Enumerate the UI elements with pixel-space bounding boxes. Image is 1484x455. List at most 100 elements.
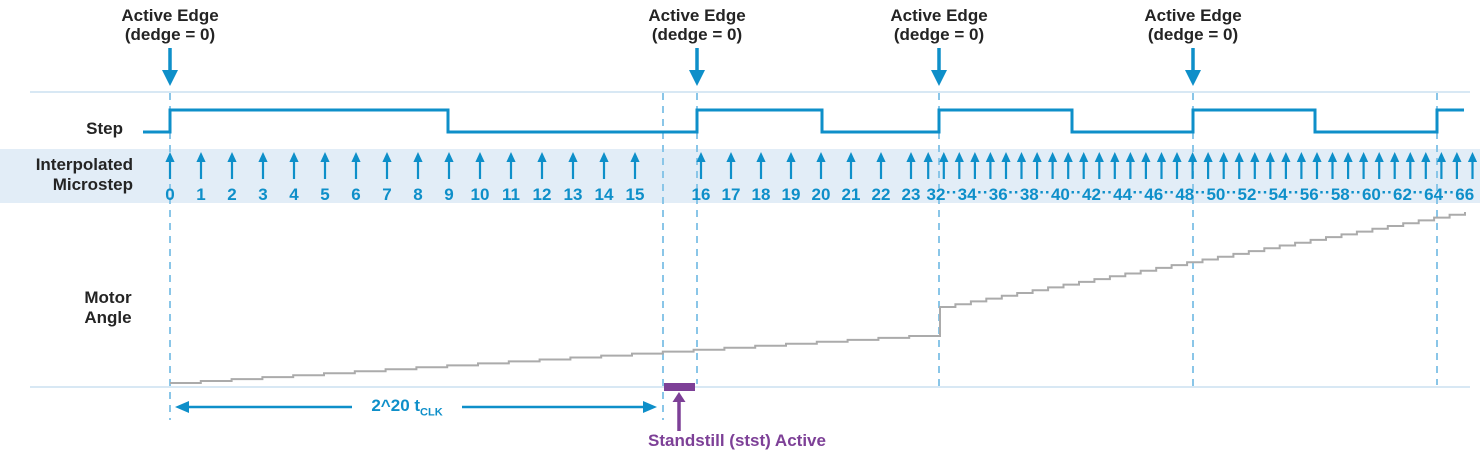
- microstep-number-separator: ··: [1288, 183, 1299, 202]
- microstep-row-label-line2: Microstep: [52, 175, 133, 194]
- microstep-number: 38: [1020, 185, 1039, 204]
- microstep-arrow-icon-head: [630, 152, 640, 162]
- microstep-arrow-icon-head: [351, 152, 361, 162]
- microstep-number-separator: ··: [1070, 183, 1081, 202]
- microstep-number-separator: ··: [1101, 183, 1112, 202]
- microstep-arrow-icon-head: [1374, 152, 1384, 162]
- standstill-arrow-icon-head: [672, 392, 686, 402]
- microstep-number: 60: [1362, 185, 1381, 204]
- microstep-number: 64: [1424, 185, 1443, 204]
- microstep-arrow-icon-head: [1250, 152, 1260, 162]
- microstep-number: 44: [1113, 185, 1132, 204]
- microstep-row-label: Interpolated Microstep: [18, 155, 133, 195]
- microstep-number: 16: [692, 185, 711, 204]
- microstep-arrow-icon-head: [1141, 152, 1151, 162]
- microstep-arrow-icon-head: [816, 152, 826, 162]
- active-edge-label-line1: Active Edge: [890, 6, 988, 25]
- microstep-number: 0: [165, 185, 174, 204]
- microstep-arrow-icon-head: [756, 152, 766, 162]
- microstep-number-separator: ··: [1443, 183, 1454, 202]
- microstep-arrow-icon-head: [1172, 152, 1182, 162]
- microstep-arrow-icon-head: [1405, 152, 1415, 162]
- microstep-arrow-icon-head: [906, 152, 916, 162]
- microstep-arrow-icon-head: [1156, 152, 1167, 162]
- standstill-bar: [664, 383, 695, 391]
- microstep-arrow-icon-head: [1063, 152, 1073, 162]
- microstep-number-separator: ··: [1226, 183, 1237, 202]
- microstep-arrow-icon-head: [939, 152, 949, 162]
- microstep-number-separator: ··: [1381, 183, 1392, 202]
- microstep-number: 34: [958, 185, 977, 204]
- microstep-arrow-icon-head: [1032, 152, 1042, 162]
- microstep-number-separator: ··: [1132, 183, 1143, 202]
- microstep-arrow-icon-head: [568, 152, 578, 162]
- microstep-number: 20: [812, 185, 831, 204]
- active-edge-label-line1: Active Edge: [1144, 6, 1242, 25]
- microstep-arrow-icon-head: [1265, 152, 1275, 162]
- microstep-arrow-icon-head: [196, 152, 206, 162]
- microstep-number: 15: [626, 185, 645, 204]
- microstep-arrow-icon-head: [258, 152, 268, 162]
- microstep-arrow-icon-head: [1281, 152, 1291, 162]
- microstep-arrow-icon-head: [726, 152, 736, 162]
- microstep-number: 1: [196, 185, 205, 204]
- microstep-arrow-icon-head: [289, 152, 299, 162]
- active-edge-arrow-icon-head: [931, 70, 947, 86]
- microstep-number: 32: [927, 185, 946, 204]
- microstep-band: [0, 149, 1480, 203]
- microstep-number: 36: [989, 185, 1008, 204]
- microstep-number-separator: ··: [1319, 183, 1330, 202]
- microstep-number: 50: [1206, 185, 1225, 204]
- active-edge-label-line2: (dedge = 0): [124, 25, 216, 44]
- microstep-number: 13: [564, 185, 583, 204]
- active-edge-arrow-icon-head: [162, 70, 178, 86]
- microstep-arrow-icon-head: [1001, 152, 1011, 162]
- microstep-number: 11: [502, 185, 520, 204]
- microstep-number: 22: [872, 185, 891, 204]
- microstep-number-separator: ··: [1195, 183, 1206, 202]
- active-edge-label: Active Edge(dedge = 0): [121, 6, 218, 44]
- microstep-number-separator: ··: [1008, 183, 1019, 202]
- microstep-arrow-icon-head: [1436, 152, 1446, 162]
- microstep-number: 23: [902, 185, 921, 204]
- microstep-number: 56: [1300, 185, 1319, 204]
- microstep-arrow-icon-head: [1296, 152, 1306, 162]
- tclk-arrowhead-right: [643, 401, 657, 413]
- microstep-number-separator: ··: [1412, 183, 1423, 202]
- microstep-arrow-icon-head: [1452, 152, 1462, 162]
- microstep-arrow-icon-head: [599, 152, 609, 162]
- microstep-arrow-icon-head: [227, 152, 237, 162]
- microstep-arrow-icon-head: [320, 152, 330, 162]
- microstep-arrow-icon-head: [1094, 152, 1104, 162]
- microstep-number: 7: [382, 185, 391, 204]
- microstep-number-separator: ··: [946, 183, 957, 202]
- microstep-number: 18: [752, 185, 771, 204]
- microstep-number: 42: [1082, 185, 1101, 204]
- active-edge-label-line1: Active Edge: [648, 6, 746, 25]
- microstep-arrow-icon-head: [876, 152, 886, 162]
- microstep-number-separator: ··: [1164, 183, 1175, 202]
- step-row-label: Step: [86, 119, 123, 138]
- tclk-arrowhead-left: [175, 401, 189, 413]
- step-waveform: [143, 108, 1464, 134]
- microstep-arrow-icon-head: [954, 152, 964, 162]
- microstep-number-separator: ··: [1039, 183, 1050, 202]
- microstep-number: 4: [289, 185, 299, 204]
- microstep-number: 40: [1051, 185, 1070, 204]
- microstep-number: 6: [351, 185, 360, 204]
- microstep-arrow-icon-head: [985, 152, 995, 162]
- microstep-arrow-icon-head: [165, 152, 175, 162]
- microstep-number: 46: [1144, 185, 1163, 204]
- microstep-arrow-icon-head: [1343, 152, 1353, 162]
- microstep-arrow-icon-head: [1421, 152, 1431, 162]
- active-edge-label-line1: Active Edge: [121, 6, 219, 25]
- microstep-arrow-icon-head: [786, 152, 796, 162]
- microstep-arrow-icon-head: [846, 152, 856, 162]
- microstep-arrow-icon-head: [1359, 152, 1369, 162]
- microstep-number: 66: [1455, 185, 1474, 204]
- microstep-number: 8: [413, 185, 422, 204]
- motor-angle-trace: [170, 212, 1466, 384]
- microstep-arrow-icon-head: [475, 152, 485, 162]
- microstep-number: 2: [227, 185, 236, 204]
